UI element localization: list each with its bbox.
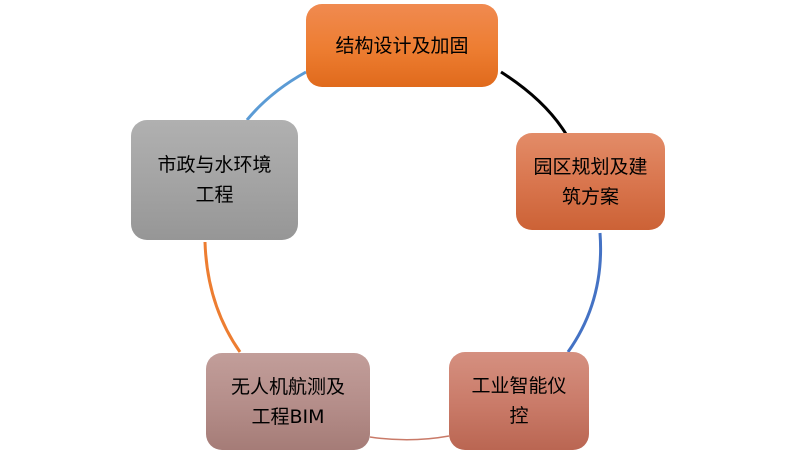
node-label-line: 工业智能仪	[471, 375, 567, 397]
node-label-line: 市政与水环境	[157, 154, 272, 176]
node-structural-design: 结构设计及加固	[306, 4, 498, 87]
node-municipal-water: 市政与水环境 工程	[131, 120, 298, 240]
node-label-line: 无人机航测及	[230, 375, 345, 398]
node-drone-survey-bim: 无人机航测及 工程BIM	[206, 353, 370, 450]
node-industrial-instrumentation: 工业智能仪 控	[449, 352, 589, 450]
connector-drone-to-municipal	[203, 241, 242, 353]
node-label-line: 结构设计及加固	[335, 34, 469, 57]
connector-structural-to-planning	[500, 70, 568, 135]
node-label-line: 筑方案	[561, 185, 619, 208]
node-label-line: 园区规划及建	[533, 155, 648, 178]
node-label-line: 控	[509, 405, 529, 427]
connector-planning-to-instrumentation	[566, 232, 603, 353]
connector-municipal-to-structural	[245, 70, 307, 121]
node-label-line: 工程	[195, 184, 234, 206]
node-label-line: 工程BIM	[251, 405, 325, 428]
connector-instrumentation-to-drone	[369, 435, 450, 441]
node-park-planning: 园区规划及建 筑方案	[516, 133, 665, 230]
